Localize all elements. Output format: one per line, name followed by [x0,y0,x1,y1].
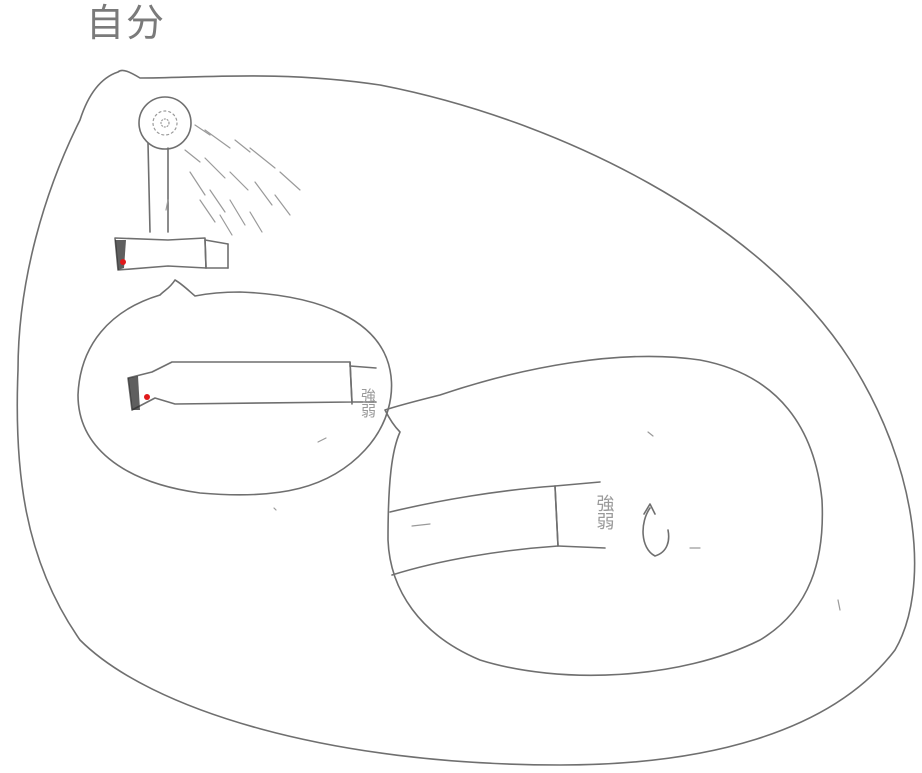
large-strength-mark: 強弱 [594,494,615,531]
middle-cigarette [128,362,376,410]
middle-boundary-outline [78,280,392,495]
large-cigarette [390,482,605,575]
small-ember [120,259,126,265]
middle-strength-mark: 強弱 [359,388,377,418]
middle-ember [144,394,150,400]
outer-boundary-outline [17,70,914,765]
shower-head-icon [139,97,191,232]
small-cigarette [115,238,228,270]
spray-lines [185,125,300,235]
rotation-arrow-icon [643,504,669,556]
